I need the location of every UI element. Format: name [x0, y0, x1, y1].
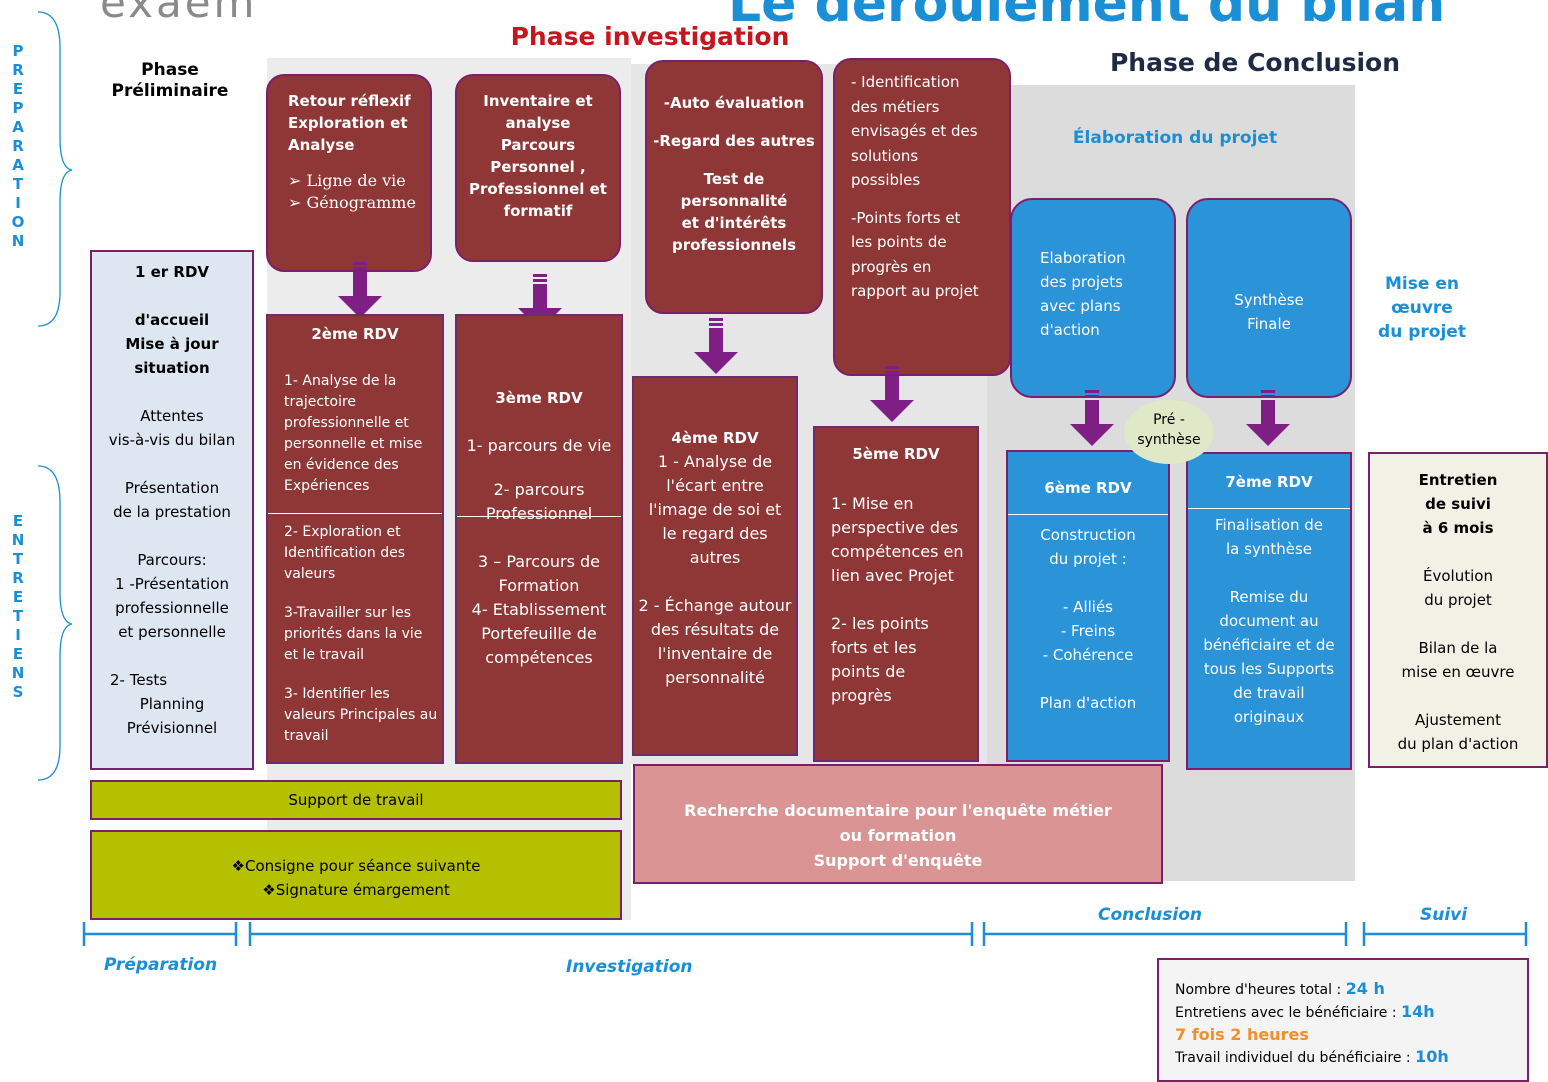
box-rdv-7: 7ème RDV Finalisation de la synthèse Rem… [1186, 452, 1352, 770]
preparation-letter: P [12, 99, 24, 117]
rdv-6-item-3: - Freins [1060, 622, 1116, 640]
rdv-7-item-2: Remise du document au bénéficiaire et de… [1203, 588, 1335, 726]
entretiens-letter: R [12, 569, 24, 587]
rdv-6-item-4: - Cohérence [1042, 646, 1134, 664]
rdv-3-divider [457, 516, 621, 517]
rdv-6-item-1: Construction du projet : [1008, 514, 1168, 571]
rdv-6-item-2: - Alliés [1063, 598, 1113, 616]
phase-conclusion-title: Phase de Conclusion [1109, 48, 1400, 77]
timeline [82, 922, 1528, 946]
rdv-3-item-4: 4- Etablissement Portefeuille de compéte… [471, 600, 607, 667]
box-rdv-3: 3ème RDV 1- parcours de vie 2- parcours … [455, 314, 623, 764]
box-rdv-2: 2ème RDV 1- Analyse de la trajectoire pr… [266, 314, 444, 764]
rdv-3-item-2: 2- parcours Professionnel [485, 480, 593, 523]
mise-en-oeuvre-label: Mise en œuvre du projet [1378, 274, 1466, 342]
rdv-4-title: 4ème RDV [671, 429, 759, 447]
support-de-travail-bar: Support de travail [90, 780, 622, 820]
arrow-identification-to-rdv5 [870, 366, 914, 422]
hours-info-box: Nombre d'heures total : 24 h Entretiens … [1157, 958, 1529, 1082]
entretiens-letter: T [12, 550, 24, 568]
arrow-retour-to-rdv2 [338, 262, 382, 318]
timeline-label-preparation: Préparation [104, 955, 218, 975]
consigne-bar: ❖Consigne pour séance suivante ❖Signatur… [90, 830, 622, 920]
rdv-3-item-1: 1- parcours de vie [466, 436, 612, 455]
rdv-5-item-2: 2- les points forts et les points de pro… [831, 614, 929, 705]
arrow-auto-to-rdv4 [694, 318, 738, 374]
preparation-letter: O [11, 213, 25, 231]
bullet-ligne-de-vie: Ligne de vie [306, 171, 406, 190]
rdv-2-item-1: 1- Analyse de la trajectoire professionn… [284, 373, 423, 494]
rdv-7-item-1: Finalisation de la synthèse [1188, 508, 1350, 561]
rdv-2-title: 2ème RDV [311, 325, 399, 343]
timeline-label-suivi: Suivi [1420, 905, 1468, 925]
rdv-3-item-3: 3 – Parcours de Formation [477, 552, 601, 595]
preparation-letter: A [12, 118, 24, 136]
preparation-letter: R [12, 61, 24, 79]
entretiens-letter: E [12, 512, 24, 530]
timeline-label-conclusion: Conclusion [1098, 905, 1202, 925]
box-retour-reflexif: Retour réflexif Exploration et Analyse ➢… [266, 74, 432, 272]
logo: exaem [100, 0, 258, 27]
page-title: Le déroulement du bilan [728, 0, 1446, 34]
rdv-2-item-2: 2- Exploration et Identification des val… [268, 513, 442, 585]
recherche-documentaire-box: Recherche documentaire pour l'enquête mé… [633, 764, 1163, 884]
entretiens-letter: E [12, 645, 24, 663]
entretiens-letter: T [12, 607, 24, 625]
preparation-letter: I [15, 194, 21, 212]
rdv-7-title: 7ème RDV [1225, 473, 1313, 491]
rdv-4-item-1: 1 - Analyse de l'écart entre l'image de … [648, 452, 782, 567]
pre-synthese-bubble: Pré - synthèse [1124, 400, 1214, 464]
box-auto-evaluation: -Auto évaluation -Regard des autres Test… [645, 60, 823, 314]
rdv-6-item-5: Plan d'action [1039, 694, 1137, 712]
box-identification-metiers: - Identification des métiers envisagés e… [833, 58, 1011, 376]
bullet-genogramme: Génogramme [306, 193, 416, 212]
arrow-elaboration-to-rdv6 [1070, 390, 1114, 446]
box-synthese-finale: Synthèse Finale [1186, 198, 1352, 398]
preparation-letter: E [12, 80, 24, 98]
box-inventaire-analyse: Inventaire et analyse Parcours Personnel… [455, 74, 621, 262]
rdv-2-item-3: 3-Travailler sur les priorités dans la v… [284, 605, 423, 663]
preparation-letter: T [12, 175, 24, 193]
rdv-6-title: 6ème RDV [1044, 479, 1132, 497]
rdv-5-item-1: 1- Mise en perspective des compétences e… [831, 494, 964, 585]
entretiens-letter: I [15, 626, 21, 644]
rdv-5-title: 5ème RDV [852, 445, 940, 463]
timeline-label-investigation: Investigation [566, 957, 693, 977]
preparation-letter: N [11, 232, 25, 250]
entretiens-letter: E [12, 588, 24, 606]
preparation-letter: A [12, 156, 24, 174]
phase-preliminaire-title: Phase Préliminaire [111, 60, 229, 101]
preparation-letter: P [12, 42, 24, 60]
rdv-3-title: 3ème RDV [495, 389, 583, 407]
entretiens-letter: N [11, 664, 25, 682]
elaboration-projet-header: Élaboration du projet [1072, 128, 1278, 148]
phase-investigation-title: Phase investigation [510, 22, 790, 51]
brace-entretiens [37, 465, 73, 781]
brace-preparation [37, 11, 73, 327]
arrow-synthese-to-rdv7 [1246, 390, 1290, 446]
preparation-letter: R [12, 137, 24, 155]
box-rdv-4: 4ème RDV 1 - Analyse de l'écart entre l'… [632, 376, 798, 756]
rdv-2-item-4: 3- Identifier les valeurs Principales au… [284, 686, 438, 744]
box-entretien-suivi: Entretien de suivi à 6 mois Évolution du… [1368, 452, 1548, 768]
box-rdv-5: 5ème RDV 1- Mise en perspective des comp… [813, 426, 979, 762]
rdv-4-item-2: 2 - Échange autour des résultats de l'in… [638, 596, 792, 687]
box-rdv-6: 6ème RDV Construction du projet : - Alli… [1006, 450, 1170, 762]
entretiens-letter: S [12, 683, 24, 701]
entretiens-letter: N [11, 531, 25, 549]
box-rdv-1: 1 er RDV d'accueil Mise à jour situation… [90, 250, 254, 770]
box-elaboration-projets: Elaboration des projets avec plans d'act… [1010, 198, 1176, 398]
